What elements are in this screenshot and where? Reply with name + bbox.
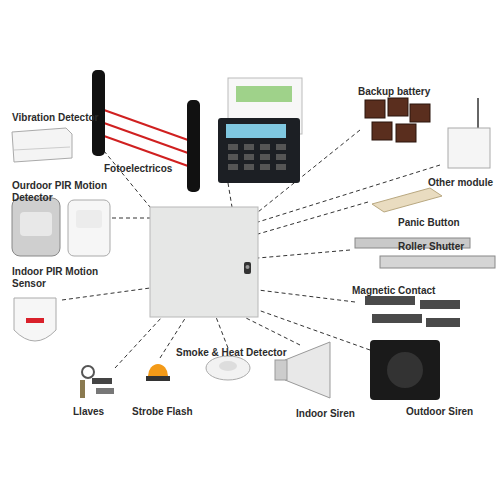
detector-seam [14, 147, 70, 150]
key-ring [82, 366, 94, 378]
contact [372, 314, 422, 323]
beam [104, 123, 188, 153]
outdoor-siren [370, 340, 440, 400]
keys [80, 366, 114, 398]
leader-line [228, 183, 232, 207]
strobe-flash [146, 364, 170, 381]
component-label: Panic Button [398, 217, 460, 229]
key [228, 144, 238, 150]
key [244, 154, 254, 160]
horn-base [275, 360, 287, 380]
detector-body [206, 356, 250, 380]
key [244, 144, 254, 150]
shutter-bar [380, 256, 495, 268]
beam [104, 136, 188, 166]
outdoor-pir-detector [12, 198, 110, 256]
key [244, 164, 254, 170]
leader-line [216, 317, 228, 348]
battery [372, 122, 392, 140]
component-label: Magnetic Contact [352, 285, 435, 297]
leader-line [115, 317, 162, 368]
component-label: Fotoelectricos [104, 163, 172, 175]
beam [104, 110, 188, 140]
strobe-dome [148, 364, 168, 376]
leader-line [258, 290, 355, 302]
pir-lens [20, 212, 52, 236]
contact [420, 300, 460, 309]
leader-line [258, 250, 350, 258]
panic-button [372, 188, 442, 212]
pir-body [68, 200, 110, 256]
strobe-base [146, 376, 170, 381]
battery [410, 104, 430, 122]
component-label: Indoor Siren [296, 408, 355, 420]
battery [388, 98, 408, 116]
keypad-front [218, 118, 300, 183]
contact [426, 318, 460, 327]
other-module [448, 98, 490, 168]
roller-shutter-contact [355, 238, 495, 268]
control-panel [150, 207, 258, 317]
keypads [218, 78, 302, 183]
battery [396, 124, 416, 142]
component-label: Backup battery [358, 86, 430, 98]
detector-center [219, 361, 237, 371]
key [276, 154, 286, 160]
detector-body [12, 128, 72, 162]
key [80, 380, 85, 398]
component-label: Indoor PIR Motion Sensor [12, 266, 102, 290]
key [260, 144, 270, 150]
vibration-detector [12, 128, 72, 162]
pir-body [12, 198, 60, 256]
key [228, 154, 238, 160]
module-box [448, 128, 490, 168]
magnetic-contacts [365, 296, 460, 327]
leader-lines [62, 130, 440, 368]
key-fob [96, 388, 114, 394]
pir-body [14, 298, 56, 341]
keypad-screen [226, 124, 286, 138]
horn [285, 342, 330, 398]
button-body [372, 188, 442, 212]
leader-line [62, 288, 150, 300]
component-label: Ourdoor PIR Motion Detector [12, 180, 116, 204]
siren-box [370, 340, 440, 400]
key [276, 164, 286, 170]
component-label: Llaves [73, 406, 104, 418]
panel-lock [244, 262, 251, 274]
smoke-detector [206, 356, 250, 380]
leader-line [112, 218, 150, 219]
key [260, 154, 270, 160]
key [276, 144, 286, 150]
key-fob [92, 378, 112, 384]
leader-line [258, 202, 368, 234]
battery [365, 100, 385, 118]
beam-post [187, 100, 200, 192]
component-label: Outdoor Siren [406, 406, 473, 418]
keypad-buttons [228, 144, 286, 170]
pir-led [26, 318, 44, 323]
component-label: Vibration Detector [12, 112, 99, 124]
panel-keyhole [246, 265, 250, 269]
keypad-screen [236, 86, 292, 102]
component-label: Strobe Flash [132, 406, 193, 418]
backup-batteries [365, 98, 430, 142]
leader-line [244, 317, 300, 345]
key [260, 164, 270, 170]
contact [365, 296, 415, 305]
component-label: Roller Shutter [398, 241, 464, 253]
siren-grille [387, 352, 423, 388]
key [228, 164, 238, 170]
panel-cabinet [150, 207, 258, 317]
component-label: Other module [428, 177, 493, 189]
leader-line [258, 310, 370, 350]
component-label: Smoke & Heat Detector [176, 347, 287, 359]
indoor-pir-sensor [14, 298, 56, 341]
photoelectric-beams [92, 70, 200, 192]
antenna [477, 98, 479, 130]
pir-lens [76, 210, 102, 228]
